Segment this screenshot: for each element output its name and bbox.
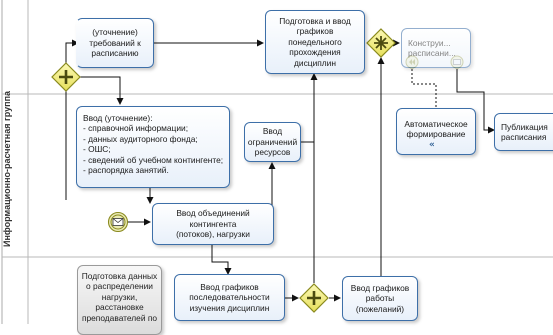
task-text-line: о распределении — [86, 281, 153, 292]
flow-parallel-to-requirements — [65, 39, 79, 64]
task-text-line: требований к — [89, 37, 141, 48]
task-text-line: Ввод (уточнение): — [83, 113, 153, 123]
flow-construct-to-auto — [411, 69, 437, 108]
task-text-line: графиков — [296, 26, 334, 37]
task-text-line: Публикация — [501, 121, 548, 132]
task-text-line: Подготовка данных — [81, 271, 158, 281]
parallel-gateway-join — [299, 283, 329, 313]
task-text-line: ограничений — [247, 136, 298, 147]
task-text-line: - справочной информации; — [83, 123, 189, 134]
task-text-line: (потоков), нагрузки — [176, 229, 250, 240]
task-text-line: - распорядка занятий. — [83, 165, 169, 176]
task-text-line: последовательности — [189, 292, 270, 303]
task-text-line: расписания — [501, 132, 547, 142]
flow-contingent-to-sequence — [211, 244, 232, 275]
lane-label: Информационно-расчетная группа — [2, 90, 12, 247]
task-text-line: Конструи... — [408, 37, 451, 48]
task-text-line: изучения дисциплин — [189, 302, 270, 313]
task-text-line: (уточнение) — [92, 27, 138, 38]
task-text-line: Ввод графиков — [200, 281, 259, 292]
task-text-line: расписани... — [408, 48, 456, 58]
task-text-line: понедельного — [288, 36, 342, 47]
task-text-line: формирование — [406, 129, 466, 140]
task-text-line: расстановке — [95, 302, 144, 313]
task-text-line: Ввод — [262, 126, 283, 137]
task-text-line: прохождения — [289, 47, 341, 58]
complex-gateway — [366, 28, 396, 58]
task-text-line: расписанию — [91, 48, 139, 59]
task-text-line: работы — [365, 293, 395, 304]
task-text-line: Ввод объединений — [176, 208, 250, 219]
task-text-line: Автоматическое — [404, 119, 468, 129]
task-text-line: нагрузки, — [101, 291, 138, 302]
task-text-line: контингента — [189, 218, 237, 229]
task-text-line: Ввод графиков — [350, 282, 410, 293]
task-schedule-construct[interactable]: Конструи...расписани... — [401, 28, 471, 68]
double-chevron-left-icon: « — [429, 140, 435, 150]
parallel-gateway-start — [51, 62, 81, 92]
task-text-line: Подготовка и ввод — [279, 15, 351, 26]
flow-parallel-to-input — [79, 76, 124, 105]
task-text-line: преподавателей по — [81, 312, 158, 323]
task-text-line: - сведений об учебном контингенте; — [83, 154, 224, 165]
task-text-line: дисциплин — [294, 57, 336, 68]
task-input-refinement[interactable]: Ввод (уточнение):- справочной информации… — [76, 106, 230, 188]
flow-construct-to-publish — [456, 69, 495, 134]
task-text-line: (пожеланий) — [355, 303, 405, 314]
task-text-line: ресурсов — [254, 147, 291, 158]
task-text-line: - ОШС; — [83, 144, 111, 155]
message-event — [107, 211, 129, 233]
task-text-line: - данных аудиторного фонда; — [83, 133, 198, 144]
